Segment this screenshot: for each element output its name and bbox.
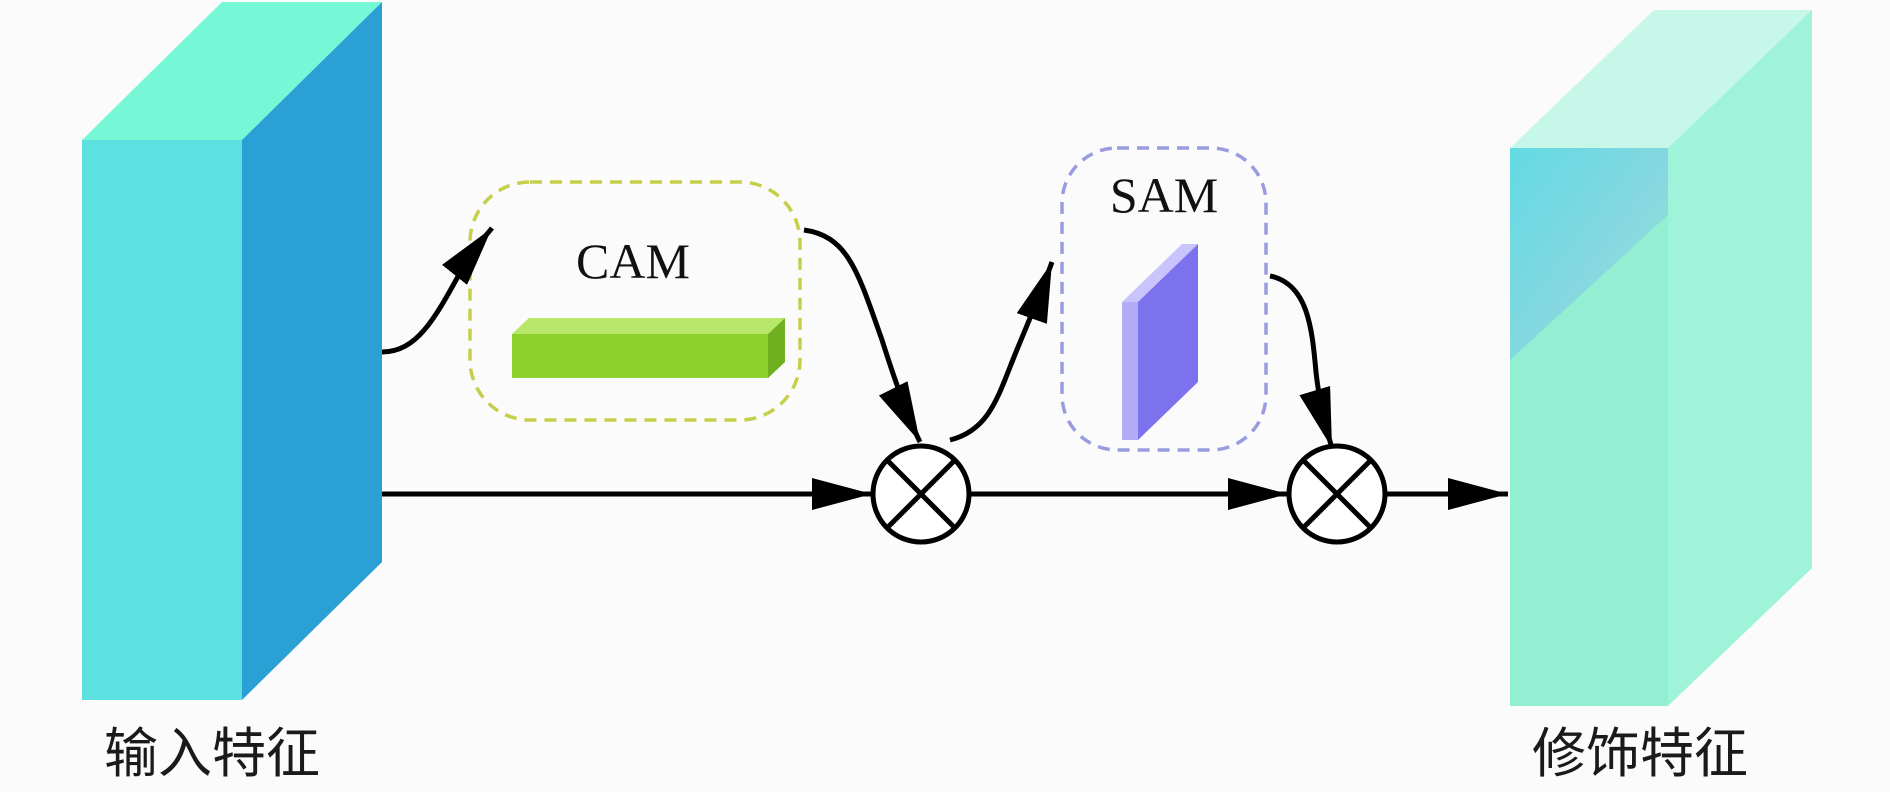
multiply-circle-icon <box>1286 443 1388 545</box>
sam-module: SAM <box>1060 146 1268 452</box>
cam-module: CAM <box>468 180 802 422</box>
arrow-sam-to-mult2 <box>1269 273 1335 449</box>
sam-slab-edge <box>1122 302 1138 440</box>
input-block-side <box>242 2 382 700</box>
cam-bar-front <box>512 334 768 378</box>
sam-label: SAM <box>1110 167 1218 223</box>
sam-box <box>1060 146 1268 452</box>
output-feature-block <box>1510 10 1812 706</box>
sam-slab-side <box>1122 244 1198 302</box>
arrow-input-to-cam <box>381 226 494 355</box>
output-block-side <box>1668 10 1812 706</box>
cam-bar-side <box>768 318 785 378</box>
arrow-cam-to-mult1 <box>803 227 923 444</box>
arrow-mult1-to-sam <box>949 261 1055 443</box>
input-feature-label: 输入特征 <box>104 722 320 785</box>
input-block-front <box>82 140 242 700</box>
output-block-inner-shade <box>1510 148 1668 360</box>
multiply-circle-icon <box>870 443 972 545</box>
cam-label: CAM <box>576 233 690 289</box>
output-feature-label: 修饰特征 <box>1532 722 1748 785</box>
input-block-top <box>82 2 382 140</box>
cam-box <box>468 180 802 422</box>
cam-bar-top <box>512 318 785 334</box>
input-feature-block <box>82 2 382 700</box>
output-block-top <box>1510 10 1812 148</box>
sam-slab-front <box>1138 244 1198 440</box>
